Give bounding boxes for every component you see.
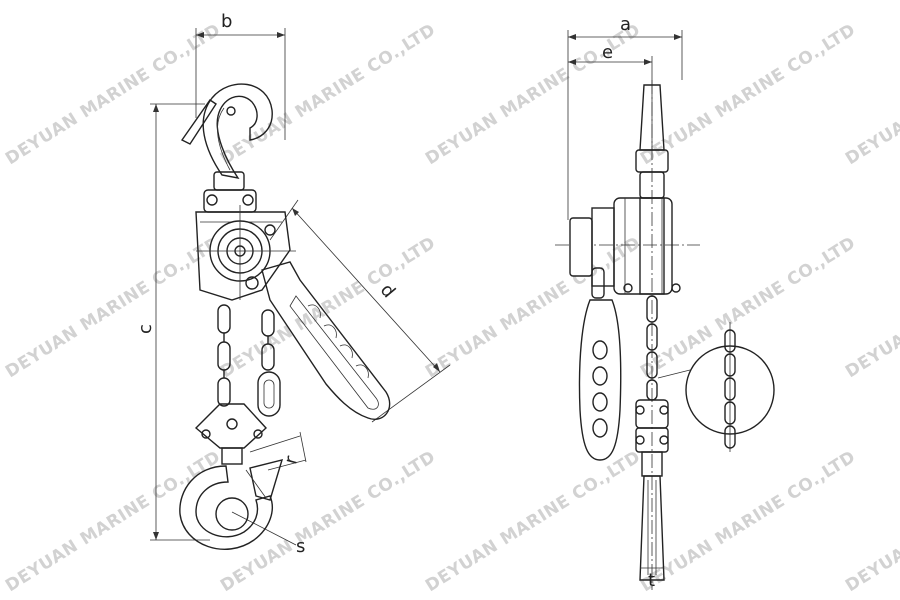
watermark-11: DEYUAN MARINE CO.,LTD [2, 447, 224, 596]
watermark-14: DEYUAN MARINE CO.,LTD [637, 447, 859, 596]
load-chain-front [217, 304, 231, 407]
watermark-4: DEYUAN MARINE CO.,LTD [637, 20, 859, 169]
dimension-e [568, 56, 653, 90]
label-b: b [221, 11, 232, 32]
dimension-b [195, 28, 286, 140]
watermarks: DEYUAN MARINE CO.,LTD DEYUAN MARINE CO.,… [2, 20, 900, 596]
watermark-8: DEYUAN MARINE CO.,LTD [422, 233, 644, 382]
dimension-c [150, 103, 210, 541]
watermark-5: DEYUAN MARINE CO.,LTD [842, 20, 900, 169]
housing-side [569, 197, 681, 295]
top-hook-side [635, 84, 669, 199]
watermark-6: DEYUAN MARINE CO.,LTD [2, 233, 224, 382]
lever-handle [261, 261, 391, 420]
watermark-15: DEYUAN MARINE CO.,LTD [842, 447, 900, 596]
dimension-s [231, 511, 297, 546]
side-view: a e t [555, 14, 775, 591]
chain-detail [657, 322, 775, 452]
watermark-10: DEYUAN MARINE CO.,LTD [842, 233, 900, 382]
lever-side [578, 267, 622, 461]
dimension-d [269, 199, 451, 423]
bottom-block [194, 403, 267, 465]
watermark-2: DEYUAN MARINE CO.,LTD [217, 20, 439, 169]
label-t: t [648, 570, 655, 591]
chain-side [646, 295, 658, 401]
bottom-hook [179, 459, 284, 550]
label-s: s [296, 536, 305, 557]
front-view: b c d r s [135, 11, 451, 557]
watermark-13: DEYUAN MARINE CO.,LTD [422, 447, 644, 596]
label-c: c [135, 324, 156, 334]
top-hook [180, 83, 273, 213]
slack-chain-front [257, 309, 281, 417]
watermark-1: DEYUAN MARINE CO.,LTD [2, 20, 224, 169]
watermark-9: DEYUAN MARINE CO.,LTD [637, 233, 859, 382]
label-e: e [602, 42, 613, 63]
dimension-r [249, 431, 307, 471]
bottom-hook-side [639, 475, 665, 581]
label-r: r [280, 453, 302, 466]
label-a: a [620, 14, 631, 35]
bottom-block-side [635, 399, 669, 477]
housing [195, 205, 296, 301]
